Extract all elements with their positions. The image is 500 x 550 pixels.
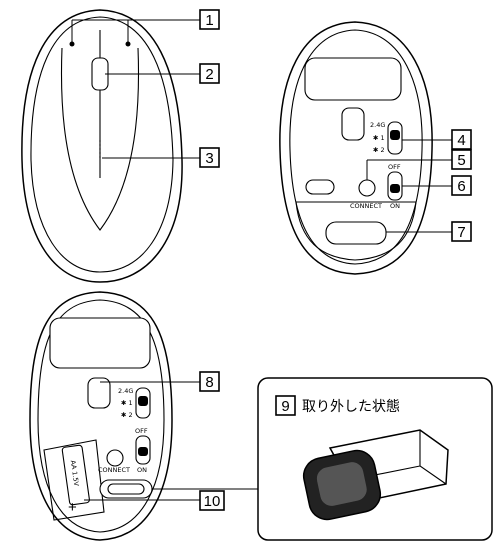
callout-9: 9	[275, 395, 296, 416]
label-off: OFF	[388, 163, 401, 171]
callout-8-label: 8	[205, 374, 213, 391]
label-bt2: ✱ 2	[373, 146, 385, 154]
sensor-window	[341, 107, 365, 141]
label-on: ON	[390, 202, 400, 210]
callout-9-label: 9	[281, 398, 289, 415]
callout-10-label: 10	[204, 493, 221, 510]
mode-switch-knob	[390, 130, 400, 140]
label-bt1-2: ✱ 1	[121, 399, 133, 407]
callout-2: 2	[199, 63, 220, 84]
connect-button	[358, 179, 376, 197]
label-bt1: ✱ 1	[373, 134, 385, 142]
callout-7: 7	[451, 221, 472, 242]
label-24g-2: 2.4G	[118, 387, 133, 395]
callout-5: 5	[451, 149, 472, 170]
battery-cover-notch	[305, 179, 335, 195]
power-switch-knob	[390, 184, 400, 193]
battery-label: AA 1.5V	[69, 460, 81, 487]
mode-switch-2-knob	[138, 396, 148, 406]
label-on-2: ON	[137, 466, 147, 474]
callout-4-label: 4	[457, 132, 465, 149]
label-bt2-2: ✱ 2	[121, 411, 133, 419]
power-switch-2-knob	[138, 447, 148, 456]
callout-1-label: 1	[205, 12, 213, 29]
inset-frame	[257, 377, 493, 541]
top-glide-pad-2	[49, 317, 151, 369]
label-24g: 2.4G	[370, 121, 385, 129]
callout-6: 6	[451, 175, 472, 196]
label-connect-2: CONNECT	[98, 466, 130, 474]
inset-title: 取り外した状態	[302, 399, 400, 415]
usb-receiver-drawing	[302, 429, 449, 521]
callout-4: 4	[451, 129, 472, 150]
callout-1: 1	[199, 9, 220, 30]
label-off-2: OFF	[135, 427, 148, 435]
callout-3: 3	[199, 147, 220, 168]
callout-3-label: 3	[205, 150, 213, 167]
callout-2-label: 2	[205, 66, 213, 83]
mouse-bottom-open-view	[29, 291, 200, 541]
mouse-bottom-view	[279, 21, 452, 275]
callout-8: 8	[199, 371, 220, 392]
bottom-glide-pad	[325, 221, 387, 245]
top-glide-pad	[304, 57, 402, 101]
aa-battery	[61, 444, 90, 506]
receiver-inset	[152, 377, 493, 541]
label-connect: CONNECT	[350, 202, 382, 210]
battery-plus: +	[68, 499, 77, 516]
connect-button-2	[106, 449, 124, 467]
callout-6-label: 6	[457, 178, 465, 195]
mouse-top-view	[21, 9, 200, 283]
callout-10: 10	[199, 490, 225, 511]
receiver-slot-inner	[107, 483, 145, 495]
callout-5-label: 5	[457, 152, 465, 169]
battery-compartment	[43, 439, 105, 521]
callout-7-label: 7	[457, 224, 465, 241]
sensor-window-2	[87, 377, 111, 409]
